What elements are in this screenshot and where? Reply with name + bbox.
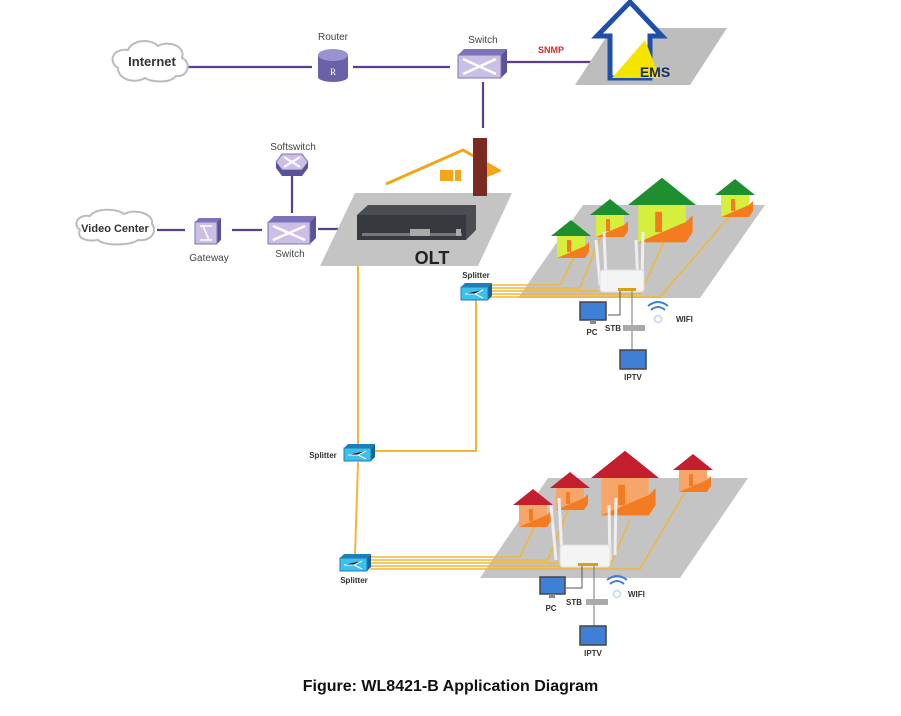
olt-device-icon [357, 205, 476, 240]
iptv-label: IPTV [584, 649, 602, 658]
pc-label: PC [586, 328, 597, 337]
wifi-label: WIFI [676, 315, 693, 324]
customer-area-2: PC STB IPTV WIFI [370, 450, 748, 658]
internet-cloud: Internet [111, 40, 189, 83]
olt-site: OLT [320, 138, 512, 268]
wifi-label: WIFI [628, 590, 645, 599]
video-center-cloud: Video Center [75, 208, 156, 246]
house-icon [550, 472, 590, 510]
router-glyph: R [330, 67, 336, 77]
stb-icon [623, 325, 645, 331]
ont-router-icon [594, 231, 645, 293]
stb-icon [586, 599, 608, 605]
iptv-icon [579, 625, 607, 646]
fiber-splitter2-splitter3 [354, 461, 359, 557]
splitter1-label: Splitter [462, 271, 490, 280]
gateway-label: Gateway [189, 253, 228, 264]
softswitch-label: Softswitch [270, 142, 316, 153]
video-center-label: Video Center [81, 223, 149, 235]
switch-icon [457, 49, 507, 79]
house-icon [591, 450, 659, 516]
splitter-icon [343, 444, 375, 462]
splitter-icon [460, 283, 492, 301]
iptv-label: IPTV [624, 373, 642, 382]
ems-icon: EMS [575, 0, 727, 85]
fiber-splitter2-splitter1 [373, 300, 477, 452]
router-icon: R [318, 49, 348, 82]
wifi-icon [606, 575, 628, 599]
house-icon [715, 179, 755, 217]
switch-top-label: Switch [468, 35, 497, 46]
stb-label: STB [566, 598, 582, 607]
splitter-icon [339, 554, 371, 572]
switch-icon [267, 216, 316, 245]
figure-caption: Figure: WL8421-B Application Diagram [302, 678, 599, 695]
pc-label: PC [545, 604, 556, 613]
ont-router-icon [549, 497, 618, 568]
iptv-icon [619, 349, 647, 370]
router-label: Router [318, 32, 349, 43]
olt-label: OLT [415, 248, 450, 268]
snmp-label: SNMP [538, 45, 564, 55]
gateway-icon [194, 218, 221, 245]
pc-icon [579, 301, 607, 324]
ems-label: EMS [640, 64, 670, 80]
stb-label: STB [605, 324, 621, 333]
house-icon [673, 454, 713, 492]
switch-mid-label: Switch [275, 249, 304, 260]
splitter3-label: Splitter [340, 576, 368, 585]
house-icon [628, 177, 696, 243]
wifi-icon [647, 301, 669, 324]
splitter2-label: Splitter [309, 451, 337, 460]
internet-label: Internet [128, 54, 176, 69]
softswitch-icon [275, 153, 309, 176]
pc-icon [539, 576, 566, 598]
house-icon [590, 199, 630, 237]
customer-area-1: PC STB IPTV WIFI [490, 177, 765, 382]
